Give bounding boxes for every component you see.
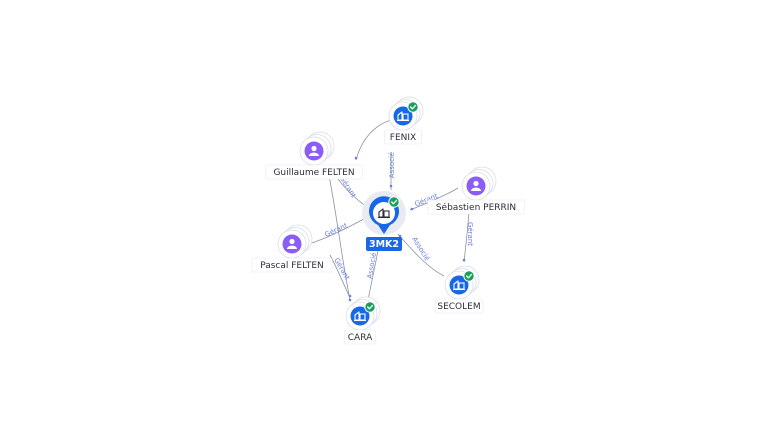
node-label: SECOLEM <box>434 298 484 314</box>
verified-check-icon <box>364 301 376 313</box>
node-guillaume[interactable]: Guillaume FELTEN <box>265 131 363 180</box>
node-pascal[interactable]: Pascal FELTEN <box>251 224 333 273</box>
edge-label: Gérant <box>466 222 474 246</box>
node-label-text: FENIX <box>390 133 416 143</box>
node-fenix[interactable]: FENIX <box>384 96 424 145</box>
building-icon <box>378 208 390 219</box>
person-icon <box>471 180 481 191</box>
node-cara[interactable]: CARA <box>343 296 381 345</box>
verified-check-icon <box>463 270 475 282</box>
node-label-text: CARA <box>348 333 373 343</box>
nodes-layer: FENIX Guillaume FELTEN Sébastien PERRIN Pas… <box>251 96 525 345</box>
node-label: Guillaume FELTEN <box>265 164 363 180</box>
building-icon <box>354 311 366 322</box>
edge-arrow <box>389 184 393 188</box>
center-label-text: 3MK2 <box>369 239 399 250</box>
edge-guillaume-cara <box>327 169 351 301</box>
node-label-text: Guillaume FELTEN <box>273 168 354 178</box>
edge-label: Associé <box>388 152 396 178</box>
node-label-text: SECOLEM <box>437 302 480 312</box>
node-label-text: Sébastien PERRIN <box>436 202 516 213</box>
person-icon <box>309 145 319 156</box>
edge-label: Gérant <box>332 257 351 282</box>
building-icon <box>397 111 409 122</box>
verified-check-icon <box>388 196 400 208</box>
person-icon <box>287 238 297 249</box>
node-label-text: Pascal FELTEN <box>260 261 324 271</box>
edge-arrow <box>410 207 414 211</box>
building-icon <box>453 280 465 291</box>
edge-pascal-3mk2 <box>311 217 367 244</box>
edge-label: Associé <box>366 252 378 279</box>
node-3mk2-center[interactable]: 3MK2 <box>362 191 406 251</box>
edge-arrow <box>354 156 358 160</box>
edge-arrow <box>398 234 402 238</box>
edge-fenix-guillaume <box>355 119 392 161</box>
node-label: Sébastien PERRIN <box>427 199 525 215</box>
verified-check-icon <box>407 101 419 113</box>
edge-label: Gérant <box>324 221 349 239</box>
node-label: CARA <box>343 329 377 345</box>
edge-arrow <box>462 258 466 262</box>
node-label: Pascal FELTEN <box>251 257 333 273</box>
edge-arrow <box>348 298 352 302</box>
edges-layer <box>311 119 471 302</box>
node-label: FENIX <box>384 129 422 145</box>
node-secolem[interactable]: SECOLEM <box>434 265 484 314</box>
center-label: 3MK2 <box>366 237 402 251</box>
node-sebastien[interactable]: Sébastien PERRIN <box>427 166 525 215</box>
